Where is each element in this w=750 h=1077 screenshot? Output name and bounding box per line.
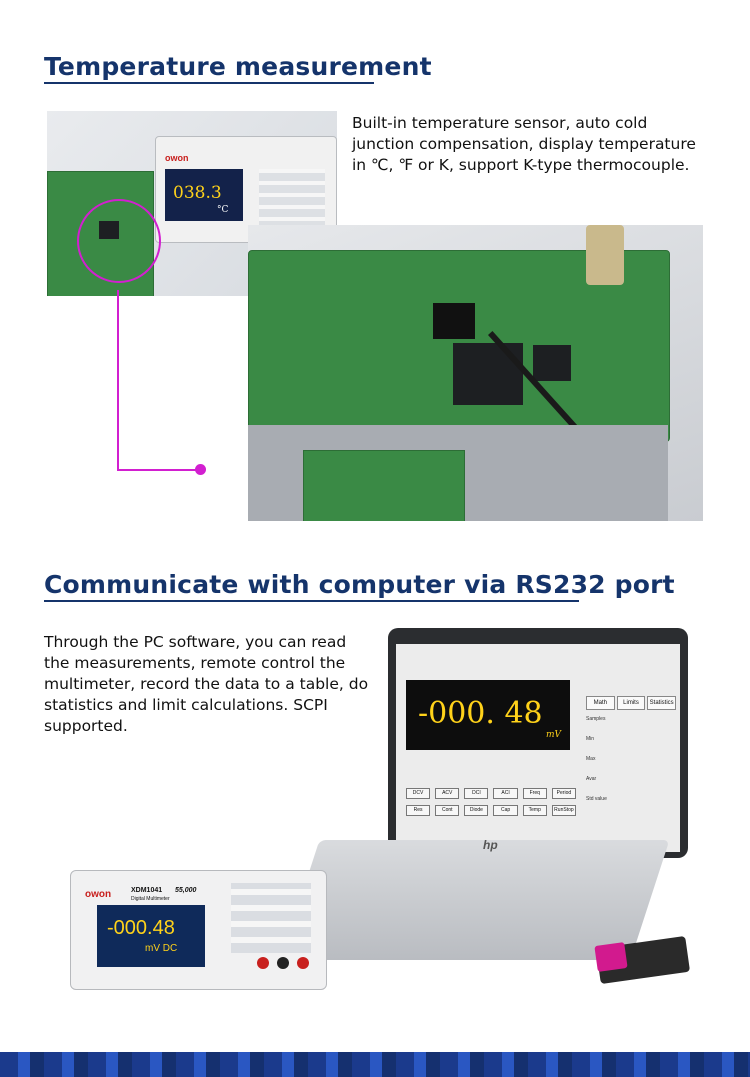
meter-model: XDM1041 xyxy=(131,887,163,894)
meter-subtitle: Digital Multimeter xyxy=(131,896,170,902)
rs232-adapter xyxy=(594,942,628,972)
bottom-decorative-band xyxy=(0,1052,750,1077)
meter-counts: 55,000 xyxy=(175,887,197,894)
mode-button-aci[interactable]: ACI xyxy=(493,788,518,799)
multimeter-photo: 038.3 °C owon xyxy=(47,111,337,296)
software-reading: -000. 48 xyxy=(418,696,543,731)
software-tabs: Math Limits Statistics xyxy=(586,696,677,710)
tab-limits[interactable]: Limits xyxy=(616,696,646,710)
mode-button-dcv[interactable]: DCV xyxy=(406,788,431,799)
lower-board xyxy=(303,450,465,521)
bnc-connector xyxy=(586,225,624,285)
input-terminal-black xyxy=(277,957,289,969)
temperature-sensor-pad xyxy=(433,303,475,339)
meter-keypad xyxy=(231,883,311,953)
laptop-keyboard-base xyxy=(280,840,670,960)
software-display: -000. 48 mV xyxy=(406,680,570,750)
mode-button-runstop[interactable]: RunStop xyxy=(551,805,576,816)
annotation-line-vertical xyxy=(117,290,119,470)
meter-screen: -000.48 mV DC xyxy=(97,905,205,967)
tab-math[interactable]: Math xyxy=(586,696,615,710)
section-title-rs232: Communicate with computer via RS232 port xyxy=(44,570,675,599)
title-underline xyxy=(44,600,579,602)
tab-statistics[interactable]: Statistics xyxy=(647,696,677,710)
device-reading: 038.3 xyxy=(173,183,222,203)
laptop-brand-logo: hp xyxy=(483,838,498,852)
software-button-grid: DCV ACV DCI ACI Freq Period Res Cont Dio… xyxy=(406,788,576,816)
rs232-description: Through the PC software, you can read th… xyxy=(44,633,369,735)
laptop: -000. 48 mV Math Limits Statistics DCV A… xyxy=(388,628,688,858)
section-title-temperature: Temperature measurement xyxy=(44,52,432,81)
statistics-fields: Samples Min Max Avar Std value xyxy=(586,716,676,802)
circuit-closeup-photo xyxy=(248,225,703,521)
temperature-description: Built-in temperature sensor, auto cold j… xyxy=(352,114,696,174)
mode-button-res[interactable]: Res xyxy=(406,805,431,816)
mode-button-freq[interactable]: Freq xyxy=(522,788,547,799)
brand-logo: owon xyxy=(165,153,189,163)
input-terminal-red xyxy=(257,957,269,969)
mode-button-dci[interactable]: DCI xyxy=(464,788,489,799)
field-std-value: Std value xyxy=(586,796,607,802)
field-min: Min xyxy=(586,736,595,742)
annotation-dot xyxy=(195,464,206,475)
mode-button-cap[interactable]: Cap xyxy=(493,805,518,816)
closeup-chip-small xyxy=(533,345,571,381)
field-avar: Avar xyxy=(586,776,597,782)
magnifier-circle xyxy=(77,199,161,283)
meter-unit: mV DC xyxy=(145,943,178,954)
mode-button-temp[interactable]: Temp xyxy=(522,805,547,816)
field-max: Max xyxy=(586,756,596,762)
annotation-line-horizontal xyxy=(117,469,201,471)
mode-button-acv[interactable]: ACV xyxy=(435,788,460,799)
meter-reading: -000.48 xyxy=(107,917,175,939)
device-unit: °C xyxy=(217,205,229,215)
mode-button-cont[interactable]: Cont xyxy=(435,805,460,816)
software-unit: mV xyxy=(546,730,562,740)
laptop-screen: -000. 48 mV Math Limits Statistics DCV A… xyxy=(396,644,680,852)
field-samples: Samples xyxy=(586,716,606,722)
device-screen: 038.3 °C xyxy=(165,169,243,221)
input-terminal-red-2 xyxy=(297,957,309,969)
meter-brand-logo: owon xyxy=(85,889,112,900)
mode-button-diode[interactable]: Diode xyxy=(464,805,489,816)
title-underline xyxy=(44,82,374,84)
bench-multimeter: owon XDM1041 Digital Multimeter 55,000 -… xyxy=(70,870,327,990)
keypad xyxy=(259,169,325,229)
mode-button-period[interactable]: Period xyxy=(551,788,576,799)
